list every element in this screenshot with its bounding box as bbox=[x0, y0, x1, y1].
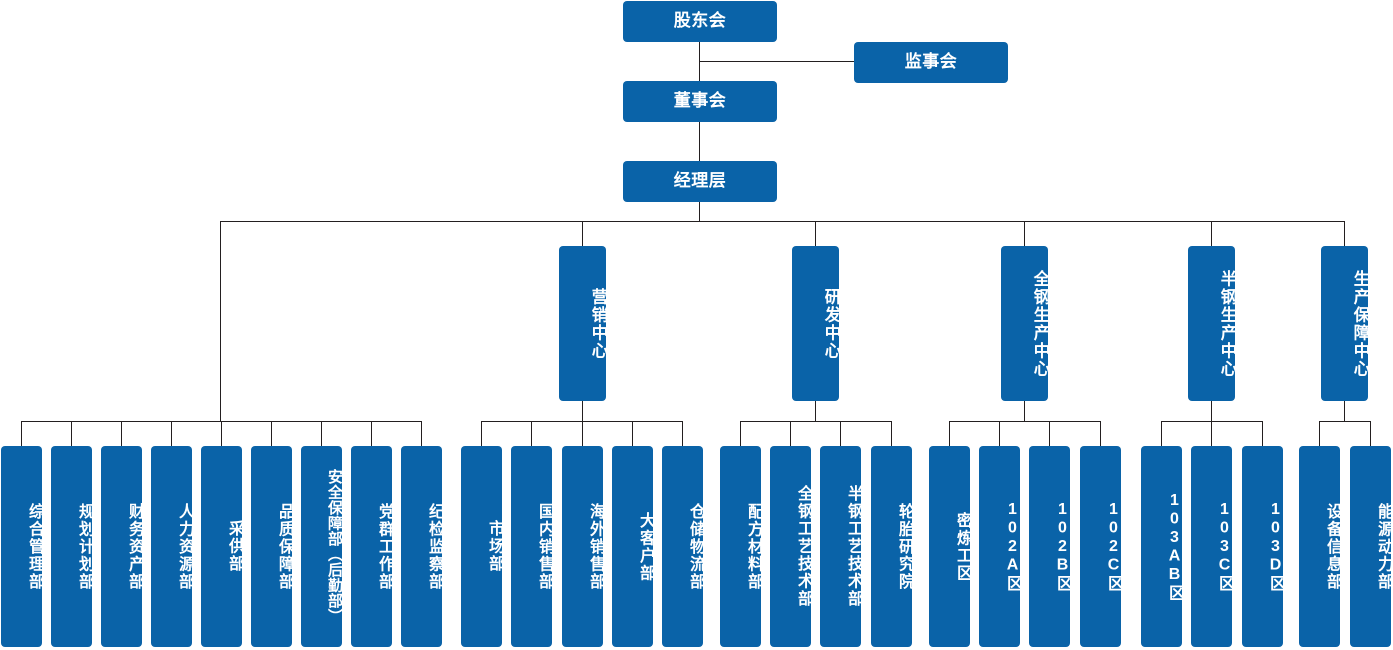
node-shareholders[interactable]: 股东会 bbox=[623, 1, 777, 42]
connector-semisteel-stem bbox=[1211, 401, 1212, 421]
node-zone-102b[interactable]: 102B区 bbox=[1029, 446, 1071, 647]
node-dept-allsteel-process-tech[interactable]: 全钢工艺技术部 bbox=[770, 446, 812, 647]
connector-functional-drop-7 bbox=[321, 421, 322, 446]
node-dept-discipline-inspection[interactable]: 纪检监察部 bbox=[401, 446, 443, 647]
node-dept-tire-research-institute[interactable]: 轮胎研究院 bbox=[871, 446, 913, 647]
node-center-semisteel[interactable]: 半钢生产中心 bbox=[1188, 246, 1236, 401]
node-dept-party-affairs[interactable]: 党群工作部 bbox=[351, 446, 393, 647]
connector-semisteel-drop-3 bbox=[1262, 421, 1263, 446]
connector-allsteel-stem bbox=[1024, 401, 1025, 421]
node-dept-quality-assurance[interactable]: 品质保障部 bbox=[251, 446, 293, 647]
node-zone-103ab[interactable]: 103AB区 bbox=[1141, 446, 1183, 647]
node-zone-102a[interactable]: 102A区 bbox=[979, 446, 1021, 647]
connector-bus-functional bbox=[220, 221, 221, 421]
node-dept-overseas-sales[interactable]: 海外销售部 bbox=[562, 446, 604, 647]
connector-mid-bus bbox=[220, 221, 1345, 222]
connector-marketing-drop-3 bbox=[582, 421, 583, 446]
connector-allsteel-bus bbox=[949, 421, 1100, 422]
connector-allsteel-drop-3 bbox=[1049, 421, 1050, 446]
node-dept-warehouse-logistics[interactable]: 仓储物流部 bbox=[662, 446, 704, 647]
node-dept-comprehensive-management[interactable]: 综合管理部 bbox=[1, 446, 43, 647]
node-dept-human-resources[interactable]: 人力资源部 bbox=[151, 446, 193, 647]
node-dept-equipment-information[interactable]: 设备信息部 bbox=[1299, 446, 1341, 647]
connector-marketing-stem bbox=[582, 401, 583, 421]
connector-marketing-drop-4 bbox=[632, 421, 633, 446]
connector-functional-drop-6 bbox=[271, 421, 272, 446]
connector-management-bus bbox=[699, 202, 700, 221]
connector-functional-drop-3 bbox=[121, 421, 122, 446]
node-dept-key-accounts[interactable]: 大客户部 bbox=[612, 446, 654, 647]
node-zone-102c[interactable]: 102C区 bbox=[1080, 446, 1122, 647]
node-dept-domestic-sales[interactable]: 国内销售部 bbox=[511, 446, 553, 647]
connector-support-drop-2 bbox=[1370, 421, 1371, 446]
node-dept-market[interactable]: 市场部 bbox=[461, 446, 503, 647]
connector-support-drop-1 bbox=[1319, 421, 1320, 446]
connector-functional-drop-8 bbox=[371, 421, 372, 446]
connector-marketing-drop-5 bbox=[682, 421, 683, 446]
connector-semisteel-drop-2 bbox=[1211, 421, 1212, 446]
node-zone-103c[interactable]: 103C区 bbox=[1191, 446, 1233, 647]
node-center-allsteel[interactable]: 全钢生产中心 bbox=[1001, 246, 1049, 401]
node-dept-semisteel-process-tech[interactable]: 半钢工艺技术部 bbox=[820, 446, 862, 647]
connector-bus-support bbox=[1344, 221, 1345, 246]
connector-semisteel-drop-1 bbox=[1161, 421, 1162, 446]
connector-bus-allsteel bbox=[1024, 221, 1025, 246]
connector-bus-rd bbox=[815, 221, 816, 246]
connector-rd-stem bbox=[815, 401, 816, 421]
connector-bus-marketing bbox=[582, 221, 583, 246]
connector-functional-drop-1 bbox=[21, 421, 22, 446]
node-center-support[interactable]: 生产保障中心 bbox=[1321, 246, 1369, 401]
connector-rd-drop-1 bbox=[740, 421, 741, 446]
connector-shareholders-supervisors bbox=[699, 61, 854, 62]
node-management[interactable]: 经理层 bbox=[623, 161, 777, 202]
connector-board-management bbox=[699, 121, 700, 161]
connector-support-stem bbox=[1344, 401, 1345, 421]
node-dept-planning[interactable]: 规划计划部 bbox=[51, 446, 93, 647]
connector-functional-drop-2 bbox=[71, 421, 72, 446]
node-dept-energy-power[interactable]: 能源动力部 bbox=[1350, 446, 1392, 647]
connector-allsteel-drop-1 bbox=[949, 421, 950, 446]
node-board[interactable]: 董事会 bbox=[623, 81, 777, 122]
connector-rd-drop-2 bbox=[790, 421, 791, 446]
node-dept-safety-logistics[interactable]: 安全保障部（后勤部） bbox=[301, 446, 343, 647]
connector-support-bus bbox=[1319, 421, 1370, 422]
connector-functional-drop-5 bbox=[221, 421, 222, 446]
connector-rd-drop-4 bbox=[891, 421, 892, 446]
node-center-marketing[interactable]: 营销中心 bbox=[559, 246, 607, 401]
connector-functional-drop-9 bbox=[421, 421, 422, 446]
connector-allsteel-drop-2 bbox=[999, 421, 1000, 446]
connector-rd-bus bbox=[740, 421, 891, 422]
node-dept-procurement[interactable]: 采供部 bbox=[201, 446, 243, 647]
node-zone-mixing[interactable]: 密炼工区 bbox=[929, 446, 971, 647]
node-supervisors[interactable]: 监事会 bbox=[854, 42, 1008, 83]
node-dept-formula-materials[interactable]: 配方材料部 bbox=[720, 446, 762, 647]
connector-allsteel-drop-4 bbox=[1100, 421, 1101, 446]
node-zone-103d[interactable]: 103D区 bbox=[1242, 446, 1284, 647]
connector-functional-drop-4 bbox=[171, 421, 172, 446]
connector-rd-drop-3 bbox=[840, 421, 841, 446]
connector-bus-semisteel bbox=[1211, 221, 1212, 246]
connector-marketing-drop-2 bbox=[531, 421, 532, 446]
node-dept-finance-assets[interactable]: 财务资产部 bbox=[101, 446, 143, 647]
node-center-rd[interactable]: 研发中心 bbox=[792, 246, 840, 401]
connector-marketing-drop-1 bbox=[481, 421, 482, 446]
